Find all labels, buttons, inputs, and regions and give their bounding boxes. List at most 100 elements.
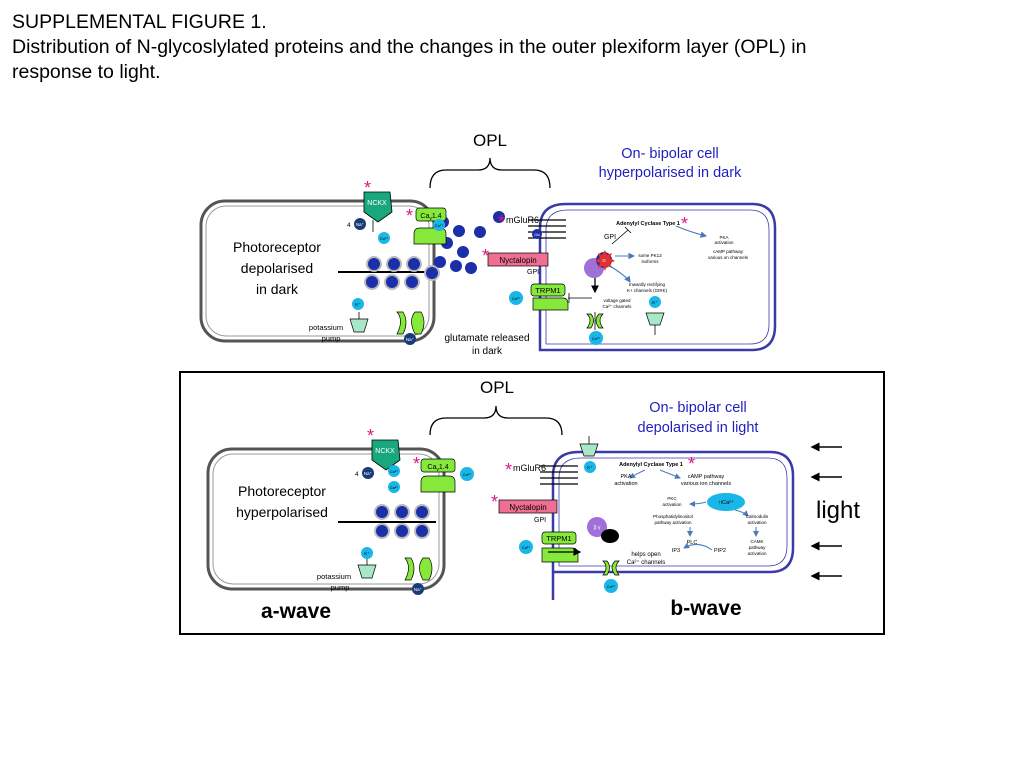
light-panel-frame — [179, 371, 885, 635]
a-wave-label: a-wave — [261, 600, 331, 623]
svg-text:Inwardly rectifying: Inwardly rectifying — [629, 282, 666, 287]
caption-line-1: Distribution of N-glycoslylated proteins… — [12, 36, 807, 58]
svg-text:GPI: GPI — [604, 234, 616, 241]
svg-text:PKA: PKA — [719, 235, 728, 240]
svg-text:pathway: pathway — [749, 545, 767, 550]
svg-text:GPI: GPI — [527, 269, 539, 276]
bipolar-title-1: On- bipolar cell — [621, 146, 719, 162]
svg-text:Calmodulin: Calmodulin — [746, 514, 769, 519]
svg-text:Ca²⁺: Ca²⁺ — [463, 472, 472, 477]
svg-text:PKC: PKC — [667, 496, 677, 501]
mglur6-receptor: * mGluR6 Glu — [498, 212, 566, 239]
glutamate-label-1: glutamate released — [444, 333, 529, 344]
nckx-exchanger: NCKX * 4 Na⁺ Ca²⁺ — [347, 178, 393, 244]
svg-text:PIP2: PIP2 — [714, 548, 726, 554]
opl-label: OPL — [473, 131, 507, 150]
photoreceptor-label-2: depolarised — [241, 260, 313, 276]
bipolar-potassium-pump: K⁺ — [579, 436, 599, 473]
cav14-channel: * Cav1.4 Ca²⁺ — [406, 206, 447, 245]
opl-brace — [429, 157, 551, 189]
svg-text:PLC: PLC — [687, 540, 698, 546]
svg-text:mGluR6: mGluR6 — [513, 463, 546, 473]
svg-text:TRPM1: TRPM1 — [546, 534, 571, 543]
svg-text:activation: activation — [662, 502, 682, 507]
asterisk: * — [406, 206, 413, 226]
photoreceptor-cell — [206, 447, 446, 591]
svg-text:β γ: β γ — [594, 525, 601, 531]
g-protein: β γ — [587, 517, 619, 543]
asterisk: * — [505, 460, 512, 480]
svg-text:Na⁺: Na⁺ — [364, 471, 373, 476]
svg-text:K⁺: K⁺ — [364, 551, 370, 556]
svg-text:cAMP pathway: cAMP pathway — [688, 474, 725, 480]
svg-text:various on channels: various on channels — [708, 255, 749, 260]
mglur6-label: mGluR6 — [506, 215, 539, 225]
nyctalopin: * Nyctalopin GPI — [491, 492, 558, 524]
nckx-label: NCKX — [367, 200, 387, 207]
svg-text:K⁺: K⁺ — [652, 300, 658, 305]
caption-line-2: response to light. — [12, 61, 161, 83]
svg-text:Cav1.4: Cav1.4 — [420, 213, 441, 222]
bipolar-potassium-pump: K⁺ — [645, 296, 665, 335]
light-arrows — [810, 442, 842, 581]
opl-label: OPL — [480, 378, 514, 397]
asterisk: * — [498, 212, 505, 232]
svg-text:cAMP pathway: cAMP pathway — [713, 249, 744, 254]
svg-text:K+ channels (GIRK): K+ channels (GIRK) — [627, 288, 668, 293]
svg-text:Glu: Glu — [534, 233, 540, 237]
svg-text:Ca²⁺: Ca²⁺ — [607, 584, 616, 589]
svg-text:Phosphatidylinositol: Phosphatidylinositol — [653, 514, 693, 519]
sodium-channel: Na⁺ — [396, 311, 425, 345]
glutamate-vesicles — [364, 256, 440, 290]
svg-text:Ca²⁺ channels: Ca²⁺ channels — [603, 304, 633, 309]
svg-text:Na⁺: Na⁺ — [356, 222, 365, 227]
asterisk: * — [482, 246, 489, 266]
svg-text:Ca²⁺: Ca²⁺ — [435, 223, 444, 228]
svg-text:Na⁺: Na⁺ — [406, 337, 415, 342]
svg-text:some PK13: some PK13 — [638, 253, 662, 258]
svg-text:Adenylyl Cyclase Type 1: Adenylyl Cyclase Type 1 — [616, 221, 680, 227]
nckx-exchanger: NCKX * 4 Na⁺ Ca²⁺ Ca²⁺ — [355, 426, 401, 493]
photoreceptor-label-1: Photoreceptor — [233, 239, 321, 255]
svg-text:Adenylyl Cyclase Type 1: Adenylyl Cyclase Type 1 — [619, 462, 683, 468]
glutamate-label-2: in dark — [472, 346, 503, 357]
svg-text:activation: activation — [614, 481, 637, 487]
dark-panel: OPL On- bipolar cell hyperpolarised in d… — [199, 131, 777, 357]
potassium-pump: K⁺ potassium pump — [317, 547, 377, 592]
svg-text:GPI: GPI — [534, 517, 546, 524]
light-label: light — [816, 497, 860, 524]
svg-text:Cav1.4: Cav1.4 — [427, 464, 448, 473]
bipolar-title-2: hyperpolarised in dark — [599, 165, 742, 181]
svg-text:G: G — [602, 258, 606, 263]
trpm1-channel: TRPM1 Ca²⁺ — [519, 531, 582, 563]
svg-text:potassium: potassium — [317, 572, 351, 581]
figure-caption: SUPPLEMENTAL FIGURE 1. Distribution of N… — [12, 10, 1012, 85]
svg-text:pathway activation: pathway activation — [654, 520, 692, 525]
cav14-channel: * Cav1.4 Ca²⁺ — [413, 454, 474, 493]
svg-text:activation: activation — [747, 520, 767, 525]
mglur6-receptor: * mGluR6 — [505, 460, 578, 485]
svg-text:TRPM1: TRPM1 — [535, 286, 560, 295]
voltage-gated-ca-channel: Ca²⁺ — [602, 560, 620, 593]
photoreceptor-label-1: Photoreceptor — [238, 483, 326, 499]
bipolar-cell-membrane — [538, 202, 777, 352]
svg-text:4: 4 — [355, 471, 359, 478]
asterisk: * — [491, 492, 498, 512]
asterisk: * — [413, 454, 420, 474]
svg-text:↑iCa²⁺: ↑iCa²⁺ — [718, 499, 734, 506]
light-signalling: Adenylyl Cyclase Type 1 * PKA activation… — [614, 454, 768, 566]
svg-text:Ca²⁺ channels: Ca²⁺ channels — [627, 559, 666, 566]
voltage-gated-ca-channel: Ca²⁺ — [586, 312, 604, 345]
svg-text:K⁺: K⁺ — [355, 302, 361, 307]
asterisk: * — [688, 454, 695, 474]
sodium-channel: Na⁺ — [404, 557, 433, 595]
svg-text:pump: pump — [331, 583, 350, 592]
b-wave-label: b-wave — [670, 597, 741, 620]
svg-text:Na⁺: Na⁺ — [414, 587, 423, 592]
svg-text:K⁺: K⁺ — [587, 465, 593, 470]
svg-text:Ca²⁺: Ca²⁺ — [592, 336, 601, 341]
trpm1-channel: TRPM1 Ca²⁺ — [509, 283, 592, 311]
svg-text:activation: activation — [714, 240, 734, 245]
svg-text:Ca²⁺: Ca²⁺ — [512, 296, 521, 301]
light-panel: OPL On- bipolar cell depolarised in ligh… — [206, 378, 860, 623]
